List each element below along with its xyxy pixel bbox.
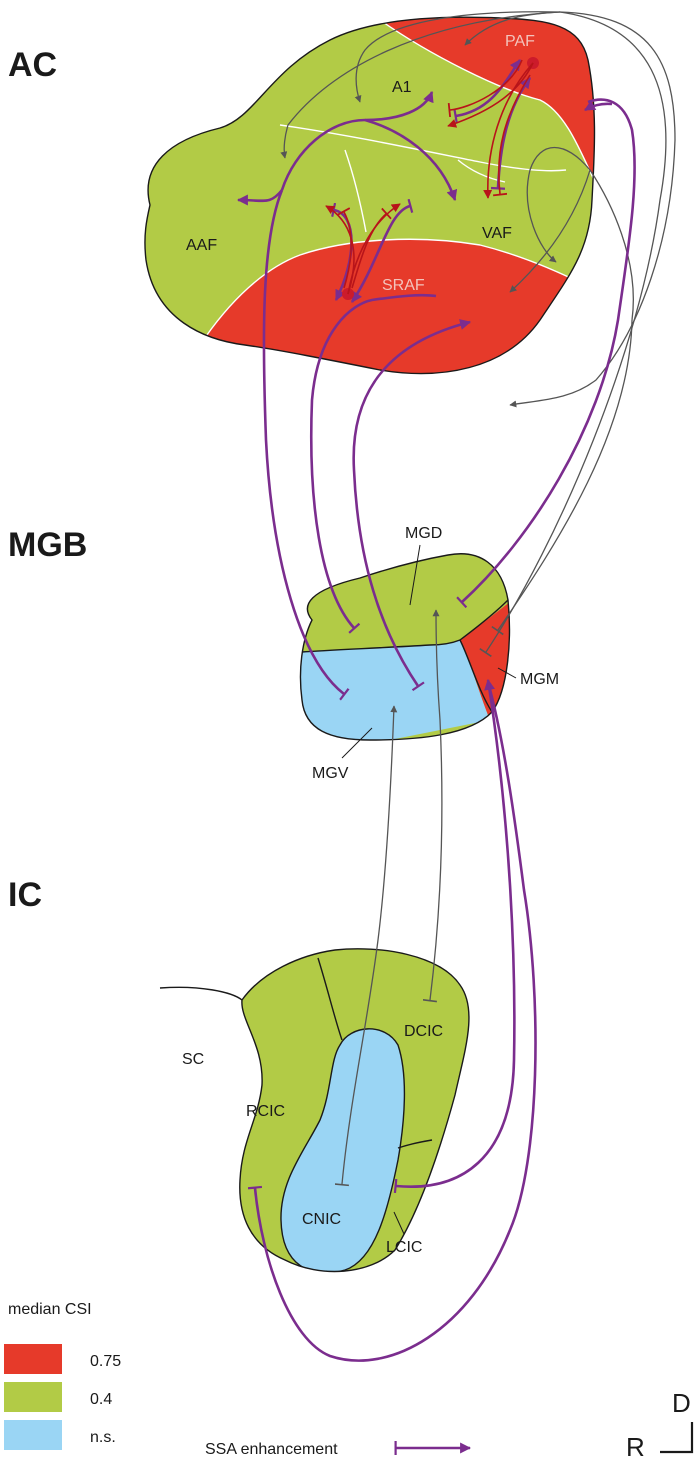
label-dcic: DCIC xyxy=(404,1023,443,1040)
section-title-ic: IC xyxy=(8,876,42,914)
label-rcic: RCIC xyxy=(246,1103,285,1120)
region-mgv xyxy=(300,640,490,740)
mgv-leader xyxy=(341,727,373,759)
auditory-cortex xyxy=(144,16,596,375)
legend-ssa-label: SSA enhancement xyxy=(205,1441,338,1458)
intracortical-projections xyxy=(325,57,539,300)
legend-label-ns: n.s. xyxy=(90,1429,116,1446)
legend: median CSI 0.75 0.4 n.s. SSA enhancement xyxy=(4,1301,472,1458)
label-sraf: SRAF xyxy=(382,277,425,294)
label-a1: A1 xyxy=(392,79,412,96)
legend-label-high: 0.75 xyxy=(90,1353,121,1370)
label-aaf: AAF xyxy=(186,237,217,254)
legend-swatch-ns xyxy=(4,1420,62,1450)
label-mgv: MGV xyxy=(312,765,349,782)
label-paf: PAF xyxy=(505,33,535,50)
legend-swatch-mid xyxy=(4,1382,62,1412)
region-paf xyxy=(380,17,595,180)
mgm-leader xyxy=(497,667,517,679)
orientation-dorsal: D xyxy=(672,1388,691,1418)
sc-boundary xyxy=(159,986,243,1001)
orientation-rostral: R xyxy=(626,1432,645,1462)
ssa-enhancement-projections xyxy=(236,59,636,1362)
label-lcic: LCIC xyxy=(386,1239,422,1256)
legend-title: median CSI xyxy=(8,1301,92,1318)
section-title-mgb: MGB xyxy=(8,526,87,564)
mgd-leader xyxy=(409,544,421,606)
label-mgd: MGD xyxy=(405,525,442,542)
lcic-leader xyxy=(393,1211,405,1235)
label-mgm: MGM xyxy=(520,671,559,688)
label-cnic: CNIC xyxy=(302,1211,341,1228)
label-vaf: VAF xyxy=(482,225,512,242)
label-sc: SC xyxy=(182,1051,204,1068)
orientation-indicator: D R xyxy=(626,1388,694,1462)
inferior-colliculus xyxy=(159,948,470,1273)
legend-label-mid: 0.4 xyxy=(90,1391,112,1408)
orientation-axes xyxy=(660,1422,694,1454)
section-title-ac: AC xyxy=(8,46,57,84)
medial-geniculate-body xyxy=(299,553,511,741)
legend-swatch-high xyxy=(4,1344,62,1374)
